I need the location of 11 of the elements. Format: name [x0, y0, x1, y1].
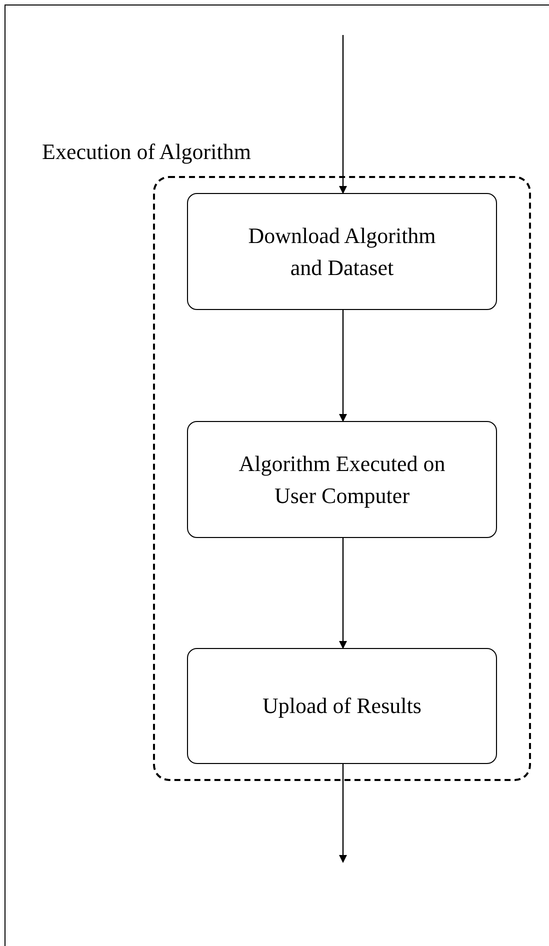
process-box — [187, 421, 497, 538]
arrow — [339, 538, 347, 649]
process-text: Algorithm Executed on User Computer — [238, 450, 446, 510]
group-title: Execution of Algorithm — [42, 138, 251, 166]
process-box — [187, 193, 497, 310]
arrow — [339, 35, 347, 194]
arrow — [339, 764, 347, 863]
process-text: Upload of Results — [262, 692, 422, 720]
process-text: Download Algorithm and Dataset — [247, 222, 437, 282]
arrow — [339, 310, 347, 422]
process-box — [187, 648, 497, 764]
